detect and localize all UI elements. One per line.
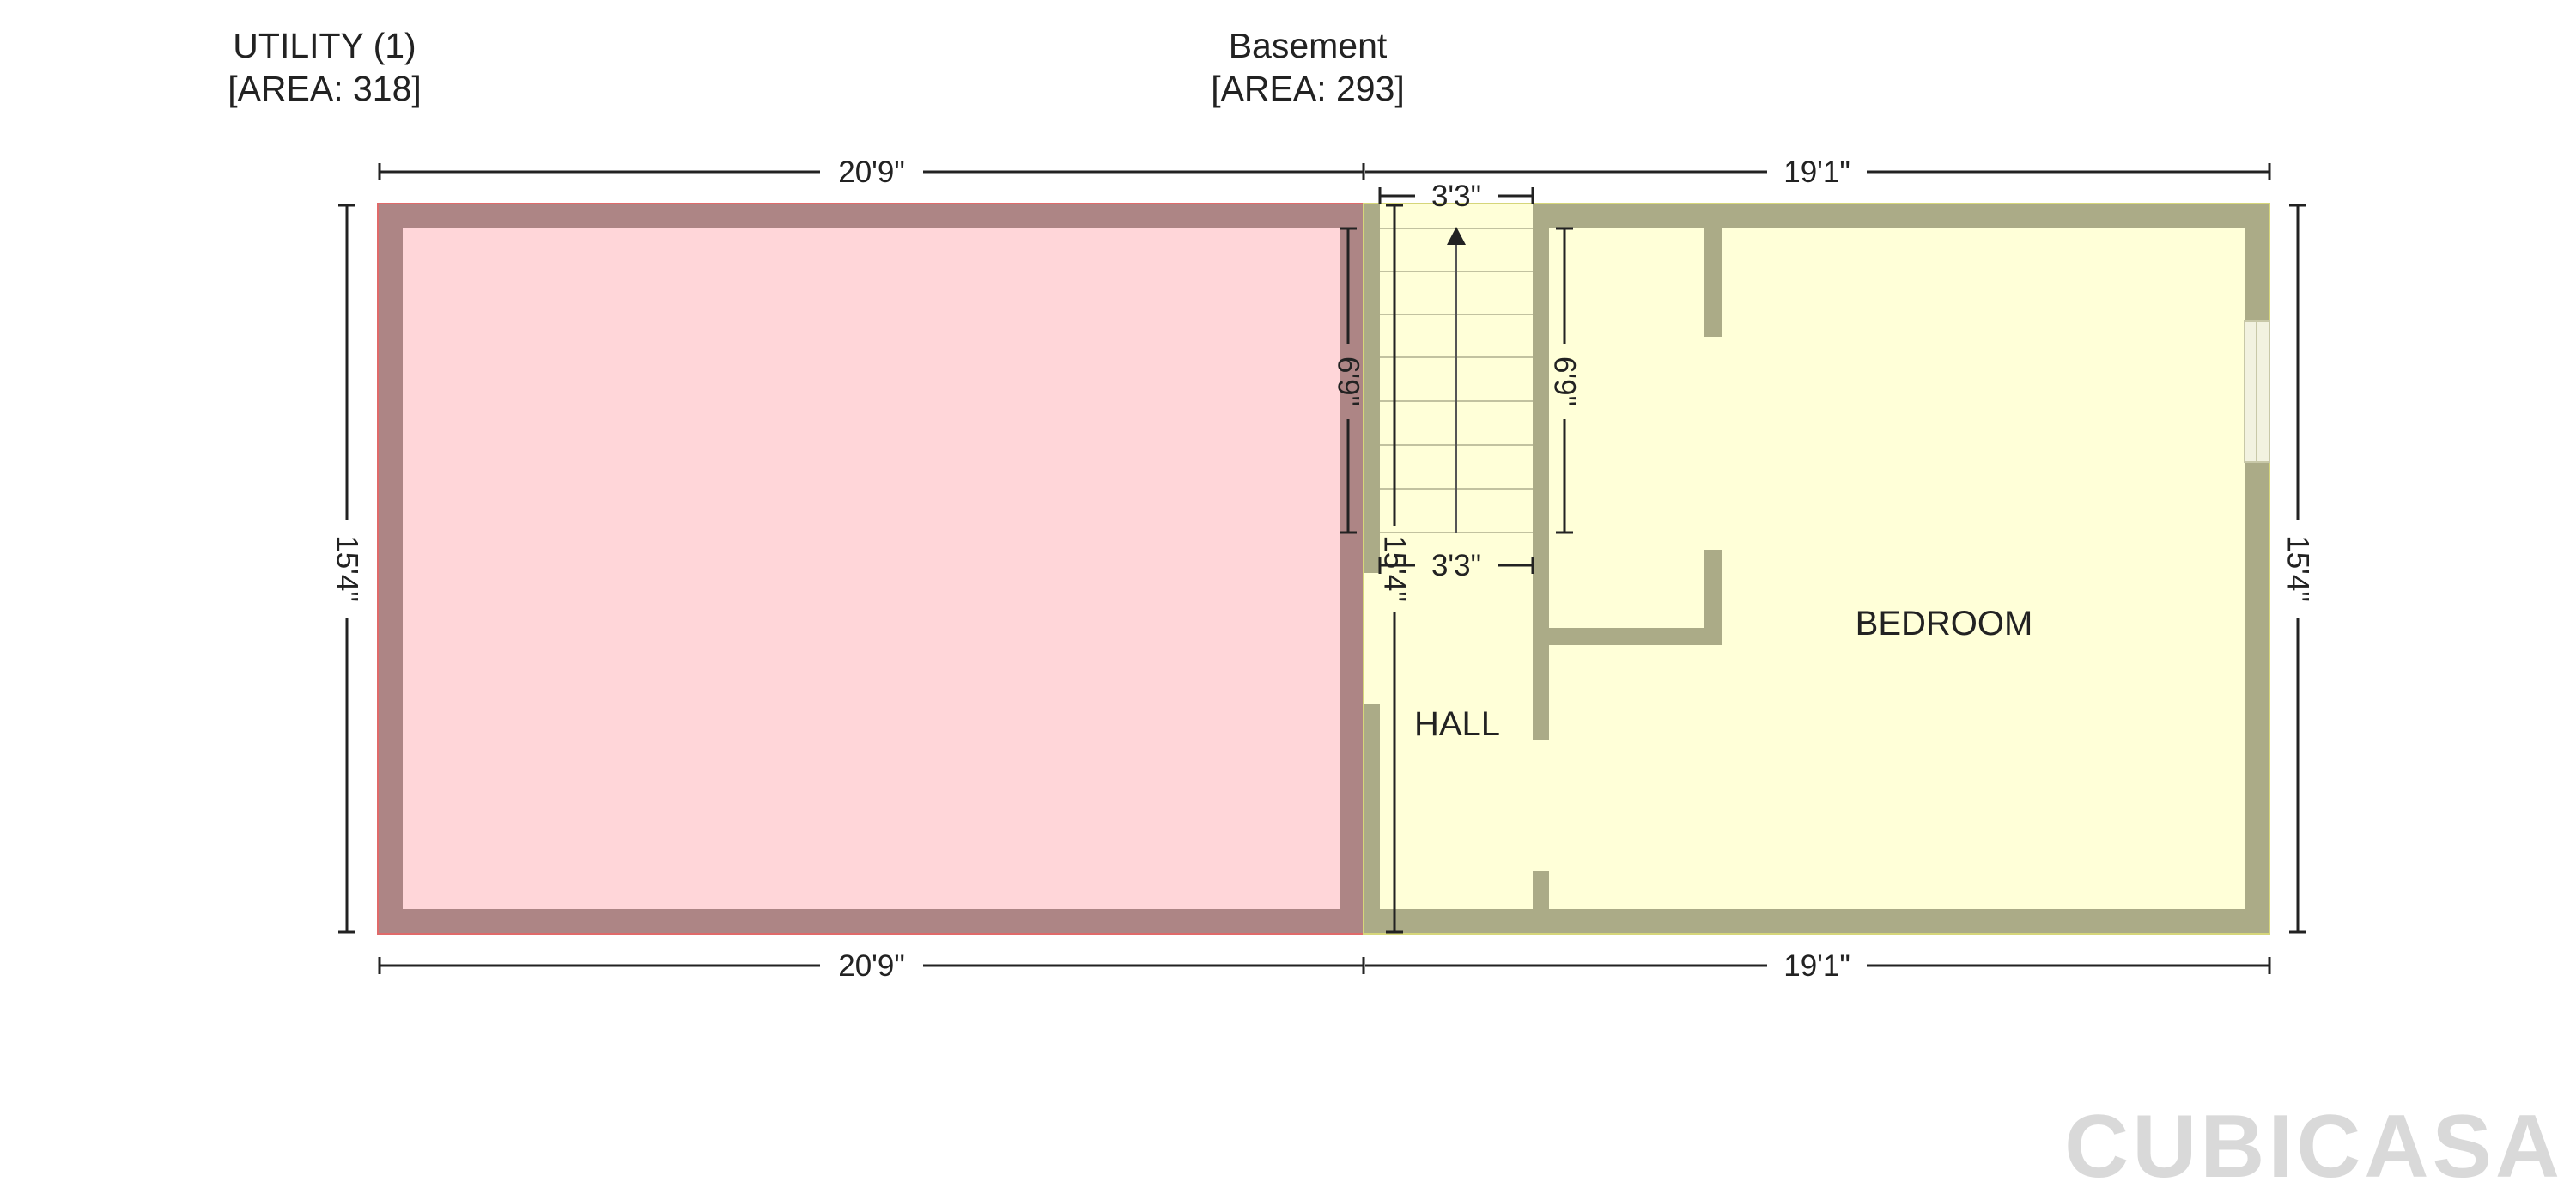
dimension-lines (338, 163, 2306, 974)
stair-width-top-dim: 3'3" (1431, 180, 1481, 213)
stair-arrow-icon (1447, 227, 1466, 245)
utility-floor-label: UTILITY (1) [AREA: 318] (196, 24, 453, 110)
bedroom-floor (1549, 228, 2245, 909)
stair-length-left-dim: 6'9" (1332, 356, 1365, 406)
basement-width-top-dim: 19'1" (1783, 155, 1850, 189)
hall-bedroom-opening (1533, 740, 1549, 871)
cubicasa-logo: CUBICASA (2064, 1097, 2563, 1188)
hall-label: HALL (1414, 705, 1500, 743)
utility-floor-area: [AREA: 318] (228, 69, 422, 108)
closet-wall-horizontal (1549, 628, 1722, 645)
right-height-dim: 15'4" (2281, 535, 2315, 602)
basement-floor-name: Basement (1228, 26, 1388, 65)
utility-floor-name: UTILITY (1) (233, 26, 416, 65)
basement-width-bottom-dim: 19'1" (1783, 949, 1850, 983)
bedroom-label: BEDROOM (1856, 605, 2033, 643)
utility-room (377, 203, 1364, 935)
stairs (1380, 204, 1533, 573)
utility-width-top-dim: 20'9" (838, 155, 905, 189)
utility-width-bottom-dim: 20'9" (838, 949, 905, 983)
closet-opening (1704, 337, 1722, 550)
stair-width-bottom-dim: 3'3" (1431, 549, 1481, 582)
hall-length-dim: 15'4" (1378, 535, 1412, 602)
hall-door-opening (1364, 573, 1380, 704)
utility-floor (403, 228, 1340, 909)
stair-length-right-dim: 6'9" (1548, 356, 1582, 406)
basement-floor-label: Basement [AREA: 293] (1179, 24, 1437, 110)
left-height-dim: 15'4" (331, 535, 364, 602)
stair-side-wall (1364, 204, 1380, 573)
basement-floor-area: [AREA: 293] (1211, 69, 1405, 108)
